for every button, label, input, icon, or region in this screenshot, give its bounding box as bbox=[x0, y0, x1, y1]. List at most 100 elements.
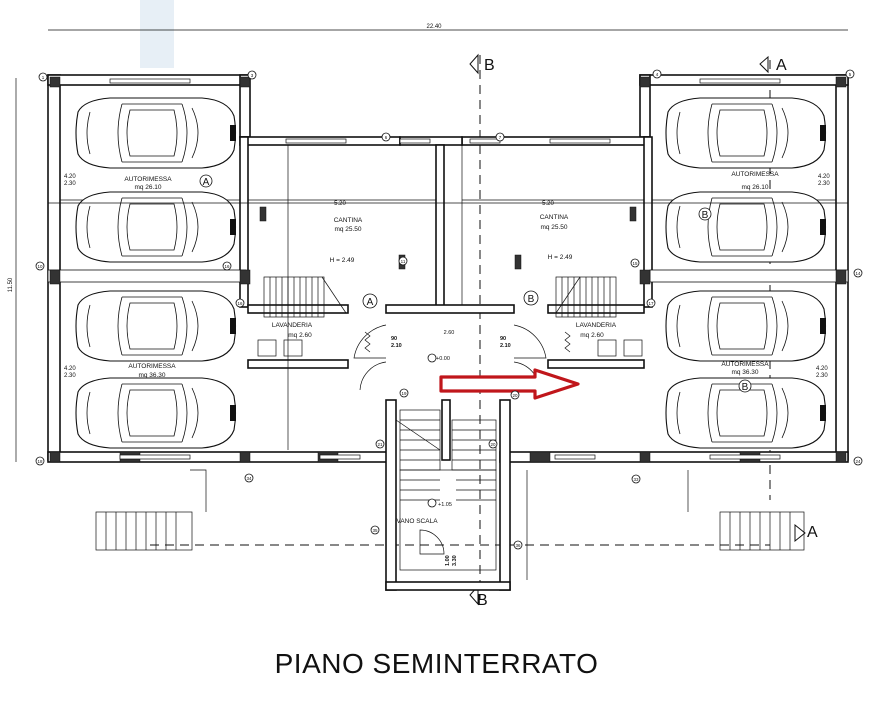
svg-text:6: 6 bbox=[385, 135, 388, 140]
watermark-strip bbox=[140, 0, 174, 68]
area-laundry-left: mq 2.60 bbox=[288, 332, 312, 339]
car-right-2 bbox=[665, 191, 827, 263]
dim-stair-door-b: 3.30 bbox=[452, 555, 458, 566]
tag-circle-laundry-right bbox=[523, 290, 539, 306]
car-right-1 bbox=[665, 97, 827, 169]
external-stairs-left bbox=[95, 469, 207, 551]
area-garage-right-top: mq 26.10 bbox=[741, 184, 768, 191]
label-stairs: VANO SCALA bbox=[396, 518, 438, 525]
section-arrow-a-top bbox=[759, 55, 769, 74]
svg-text:24: 24 bbox=[855, 459, 861, 464]
side-dim-label: 11.50 bbox=[8, 277, 14, 292]
section-b-top: B bbox=[484, 57, 495, 74]
svg-text:1: 1 bbox=[42, 75, 45, 80]
svg-text:21: 21 bbox=[377, 442, 383, 447]
svg-text:14: 14 bbox=[855, 271, 861, 276]
dim-span-right: 5.20 bbox=[542, 201, 554, 207]
svg-text:11: 11 bbox=[401, 259, 406, 264]
label-laundry-right: LAVANDERIA bbox=[576, 322, 617, 329]
svg-text:34: 34 bbox=[246, 476, 252, 481]
height-cellar-right: H = 2.49 bbox=[548, 254, 573, 261]
level-mid: +1.05 bbox=[438, 502, 452, 508]
label-laundry-left: LAVANDERIA bbox=[272, 322, 313, 329]
tag-garage-right-top: B bbox=[702, 210, 709, 221]
tag-circle-laundry-left bbox=[362, 293, 378, 309]
svg-text:20: 20 bbox=[490, 442, 496, 447]
section-a-bottom: A bbox=[807, 524, 818, 541]
section-b-bottom: B bbox=[477, 592, 488, 609]
area-cellar-left: mq 25.50 bbox=[334, 226, 361, 233]
tag-circle-left-top bbox=[199, 174, 213, 188]
svg-text:16: 16 bbox=[237, 301, 243, 306]
svg-text:16: 16 bbox=[224, 264, 230, 269]
external-stairs-right bbox=[687, 470, 805, 551]
washer-right bbox=[597, 339, 617, 357]
tag-laundry-left: A bbox=[367, 297, 374, 308]
svg-text:4: 4 bbox=[656, 72, 659, 77]
drawing-title: PIANO SEMINTERRATO bbox=[274, 648, 599, 679]
section-a-top: A bbox=[776, 57, 787, 74]
tag-circle-right-bottom bbox=[738, 379, 752, 393]
windows bbox=[109, 78, 781, 460]
label-garage-left-bottom: AUTORIMESSA bbox=[128, 363, 176, 370]
svg-text:17: 17 bbox=[648, 301, 654, 306]
stair-left-diag bbox=[321, 276, 347, 314]
label-garage-left-top: AUTORIMESSA bbox=[124, 176, 172, 183]
svg-text:33: 33 bbox=[633, 477, 639, 482]
red-pointer-arrow bbox=[439, 368, 580, 400]
svg-text:35: 35 bbox=[372, 528, 378, 533]
dim-right-bottom-b: 2.30 bbox=[816, 373, 828, 379]
dim-door-h-left: 2.10 bbox=[391, 343, 402, 349]
svg-text:3: 3 bbox=[251, 73, 254, 78]
area-cellar-right: mq 25.50 bbox=[540, 224, 567, 231]
dim-door-w-right: 90 bbox=[500, 336, 506, 342]
svg-text:19: 19 bbox=[401, 391, 407, 396]
svg-text:20: 20 bbox=[512, 393, 518, 398]
dim-left-bottom: 4.20 bbox=[64, 366, 76, 372]
level-marker-top bbox=[427, 353, 437, 363]
label-cellar-left: CANTINA bbox=[334, 217, 363, 224]
dim-right-bottom: 4.20 bbox=[816, 366, 828, 372]
label-cellar-right: CANTINA bbox=[540, 214, 569, 221]
overall-dim-label: 22.40 bbox=[426, 24, 442, 30]
washer-left bbox=[257, 339, 277, 357]
section-arrow-b-top bbox=[469, 53, 479, 75]
dim-left-top-b: 2.30 bbox=[64, 181, 76, 187]
grid-reference-markers: 1 3 4 5 6 7 10 14 16 15 11 16 17 19 20 2… bbox=[35, 69, 863, 550]
svg-text:10: 10 bbox=[37, 264, 43, 269]
height-cellar-left: H = 2.49 bbox=[330, 257, 355, 264]
area-garage-right-bottom: mq 36.30 bbox=[731, 369, 758, 376]
car-left-1 bbox=[75, 97, 237, 169]
dim-left-bottom-b: 2.30 bbox=[64, 373, 76, 379]
dim-left-top: 4.20 bbox=[64, 174, 76, 180]
svg-text:18: 18 bbox=[37, 459, 43, 464]
dim-stair-width: 2.60 bbox=[444, 330, 455, 336]
dim-right-top-b: 2.30 bbox=[818, 181, 830, 187]
car-left-4 bbox=[75, 377, 237, 449]
label-garage-right-top: AUTORIMESSA bbox=[731, 171, 779, 178]
section-arrow-a-bottom bbox=[794, 523, 806, 543]
tag-garage-left-top: A bbox=[203, 177, 210, 188]
tag-circle-right-top bbox=[698, 207, 712, 221]
svg-text:7: 7 bbox=[499, 135, 502, 140]
main-staircase bbox=[395, 353, 497, 571]
area-garage-left-top: mq 26.10 bbox=[134, 184, 161, 191]
label-garage-right-bottom: AUTORIMESSA bbox=[721, 361, 769, 368]
svg-text:15: 15 bbox=[632, 261, 638, 266]
level-marker-mid bbox=[427, 498, 437, 508]
dim-stair-door: 1.00 bbox=[445, 555, 451, 566]
area-garage-left-bottom: mq 36.30 bbox=[138, 372, 165, 379]
dim-door-h-right: 2.10 bbox=[500, 343, 511, 349]
car-right-3 bbox=[665, 290, 827, 362]
dim-right-top: 4.20 bbox=[818, 174, 830, 180]
level-top: +0.00 bbox=[436, 356, 450, 362]
sink-left bbox=[283, 339, 303, 357]
stair-right-diag bbox=[555, 276, 581, 314]
tag-laundry-right: B bbox=[528, 294, 535, 305]
car-left-2 bbox=[75, 191, 237, 263]
tag-garage-right-bottom: B bbox=[742, 382, 749, 393]
svg-text:36: 36 bbox=[515, 543, 521, 548]
dim-door-w-left: 90 bbox=[391, 336, 397, 342]
car-left-3 bbox=[75, 290, 237, 362]
